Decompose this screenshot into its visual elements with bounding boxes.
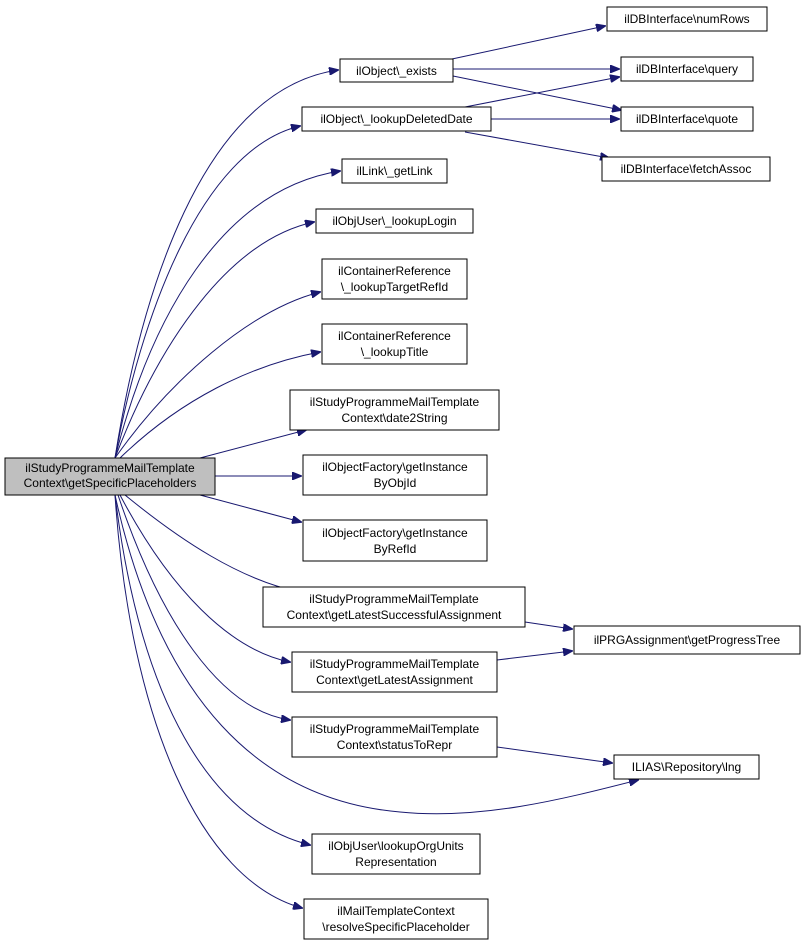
node-lookupLogin-label: ilObjUser\_lookupLogin [332,214,456,228]
node-statusToRepr[interactable]: ilStudyProgrammeMailTemplate Context\sta… [291,716,498,758]
node-quote[interactable]: ilDBInterface\quote [620,106,754,132]
node-quote-label: ilDBInterface\quote [636,112,738,126]
node-getProgressTree-label: ilPRGAssignment\getProgressTree [594,633,781,647]
node-lookupTitle-line1: ilContainerReference [338,329,451,343]
node-lookupTargetRefId-line2: \_lookupTargetRefId [341,280,448,294]
node-numRows-label: ilDBInterface\numRows [624,12,749,26]
edge-root-exists [114,70,338,459]
node-getInstanceByRefId-line1: ilObjectFactory\getInstance [322,526,468,540]
node-getLatestAssignment[interactable]: ilStudyProgrammeMailTemplate Context\get… [291,651,498,693]
edges [114,26,638,908]
node-query-label: ilDBInterface\query [636,62,738,76]
node-lng[interactable]: ILIAS\Repository\lng [613,754,760,780]
edge-root-lookupOrgUnitsRepresentation [114,494,310,845]
node-query[interactable]: ilDBInterface\query [620,56,754,82]
node-statusToRepr-line1: ilStudyProgrammeMailTemplate [310,722,480,736]
edge-root-getInstanceByRefId [199,494,301,522]
node-date2String[interactable]: ilStudyProgrammeMailTemplate Context\dat… [289,389,500,431]
node-exists[interactable]: ilObject\_exists [339,58,454,83]
edge-root-getLatestSuccessfulAssignment [124,494,300,592]
edge-root-lookupLogin [114,222,314,459]
edge-root-lookupTargetRefId [114,292,320,459]
edge-root-getLatestAssignment [119,494,290,662]
node-numRows[interactable]: ilDBInterface\numRows [606,6,768,32]
edge-exists-numRows [451,26,605,60]
node-lookupLogin[interactable]: ilObjUser\_lookupLogin [315,208,474,234]
node-fetchAssoc[interactable]: ilDBInterface\fetchAssoc [601,156,771,182]
edge-lookupDeletedDate-query [464,77,619,108]
node-getLatestSuccessfulAssignment-line2: Context\getLatestSuccessfulAssignment [287,608,502,622]
node-getLatestSuccessfulAssignment-line1: ilStudyProgrammeMailTemplate [309,592,479,606]
edge-root-getLink [114,171,340,459]
edge-getLatestSuccessfulAssignment-getProgressTree [524,621,572,629]
edge-root-lookupTitle [119,352,320,459]
node-exists-label: ilObject\_exists [356,64,437,78]
node-root-line1: ilStudyProgrammeMailTemplate [25,461,195,475]
node-getProgressTree[interactable]: ilPRGAssignment\getProgressTree [573,625,801,655]
edge-root-lng [114,494,638,815]
node-getInstanceByObjId-line2: ByObjId [374,476,417,490]
node-lookupTargetRefId-line1: ilContainerReference [338,264,451,278]
node-lookupTitle[interactable]: ilContainerReference \_lookupTitle [321,323,468,365]
node-getInstanceByRefId[interactable]: ilObjectFactory\getInstance ByRefId [302,519,488,562]
node-getInstanceByRefId-line2: ByRefId [374,542,417,556]
node-root-line2: Context\getSpecificPlaceholders [24,476,197,490]
node-date2String-line2: Context\date2String [341,411,447,425]
node-getLatestAssignment-line1: ilStudyProgrammeMailTemplate [310,657,480,671]
node-lookupOrgUnitsRepresentation[interactable]: ilObjUser\lookupOrgUnits Representation [311,833,481,875]
node-lookupOrgUnitsRepresentation-line1: ilObjUser\lookupOrgUnits [328,839,463,853]
node-lookupOrgUnitsRepresentation-line2: Representation [355,855,436,869]
node-lookupDeletedDate[interactable]: ilObject\_lookupDeletedDate [301,106,492,132]
node-fetchAssoc-label: ilDBInterface\fetchAssoc [621,162,752,176]
node-resolveSpecificPlaceholder[interactable]: ilMailTemplateContext \resolveSpecificPl… [303,898,489,940]
node-lookupDeletedDate-label: ilObject\_lookupDeletedDate [320,112,472,126]
edge-root-date2String [199,430,306,459]
node-lng-label: ILIAS\Repository\lng [632,760,741,774]
node-statusToRepr-line2: Context\statusToRepr [337,738,452,752]
edge-root-resolveSpecificPlaceholder [114,494,302,908]
node-getInstanceByObjId-line1: ilObjectFactory\getInstance [322,460,468,474]
edge-root-statusToRepr [117,494,290,720]
node-getLatestSuccessfulAssignment[interactable]: ilStudyProgrammeMailTemplate Context\get… [262,586,526,628]
node-getLink-label: ilLink\_getLink [356,164,433,178]
node-lookupTargetRefId[interactable]: ilContainerReference \_lookupTargetRefId [321,258,468,300]
node-lookupTitle-line2: \_lookupTitle [361,345,429,359]
node-resolveSpecificPlaceholder-line2: \resolveSpecificPlaceholder [322,920,469,934]
edge-statusToRepr-lng [496,746,612,763]
node-root[interactable]: ilStudyProgrammeMailTemplate Context\get… [4,457,216,496]
edge-lookupDeletedDate-fetchAssoc [464,131,609,158]
node-date2String-line1: ilStudyProgrammeMailTemplate [310,395,480,409]
node-getInstanceByObjId[interactable]: ilObjectFactory\getInstance ByObjId [302,454,488,496]
node-resolveSpecificPlaceholder-line1: ilMailTemplateContext [337,904,455,918]
node-getLink[interactable]: ilLink\_getLink [341,158,448,184]
node-getLatestAssignment-line2: Context\getLatestAssignment [316,673,473,687]
edge-root-lookupDeletedDate [114,126,300,459]
edge-getLatestAssignment-getProgressTree [496,651,572,661]
